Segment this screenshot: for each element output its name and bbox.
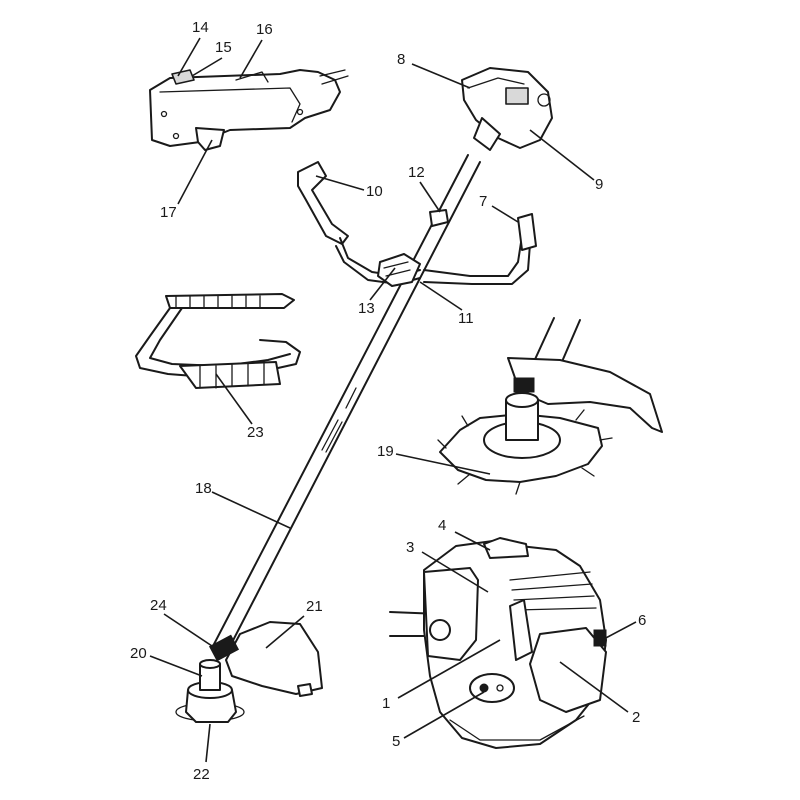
leader-line-14 xyxy=(177,37,201,77)
leader-line-9 xyxy=(529,129,595,181)
part-label-5: 5 xyxy=(392,733,400,750)
leader-lines xyxy=(149,37,637,763)
leader-line-15 xyxy=(191,57,223,77)
leader-line-16 xyxy=(239,39,263,79)
leader-line-2 xyxy=(559,661,629,713)
leader-line-23 xyxy=(215,373,253,425)
part-label-12: 12 xyxy=(408,164,425,181)
part-label-3: 3 xyxy=(406,539,414,556)
part-label-6: 6 xyxy=(638,612,646,629)
part-label-7: 7 xyxy=(479,193,487,210)
leader-line-11 xyxy=(419,281,463,311)
part-label-21: 21 xyxy=(306,598,323,615)
part-label-4: 4 xyxy=(438,517,446,534)
part-label-14: 14 xyxy=(192,19,209,36)
engine-head xyxy=(461,67,553,151)
part-label-15: 15 xyxy=(215,39,232,56)
harness-strap xyxy=(135,293,301,389)
leader-line-4 xyxy=(454,531,491,551)
leader-line-21 xyxy=(265,615,305,649)
part-label-16: 16 xyxy=(256,21,273,38)
leader-line-17 xyxy=(177,139,213,205)
part-label-23: 23 xyxy=(247,424,264,441)
leader-line-5 xyxy=(403,691,485,739)
drive-shaft xyxy=(211,154,481,655)
part-label-8: 8 xyxy=(397,51,405,68)
part-label-1: 1 xyxy=(382,695,390,712)
part-label-17: 17 xyxy=(160,204,177,221)
part-label-13: 13 xyxy=(358,300,375,317)
leader-line-19 xyxy=(395,453,491,475)
leader-line-6 xyxy=(601,621,637,641)
part-label-20: 20 xyxy=(130,645,147,662)
part-label-18: 18 xyxy=(195,480,212,497)
leader-line-7 xyxy=(491,205,519,223)
part-label-22: 22 xyxy=(193,766,210,783)
leader-line-8 xyxy=(411,63,471,89)
leader-line-20 xyxy=(149,655,203,677)
leader-line-1 xyxy=(397,639,501,699)
leader-line-12 xyxy=(419,181,441,213)
part-label-2: 2 xyxy=(632,709,640,726)
leader-line-3 xyxy=(421,551,489,593)
part-label-24: 24 xyxy=(150,597,167,614)
leader-line-10 xyxy=(315,175,365,191)
blade-guard-detail xyxy=(437,317,663,495)
handle-bar xyxy=(297,161,537,287)
part-label-10: 10 xyxy=(366,183,383,200)
part-label-11: 11 xyxy=(458,310,474,327)
leader-line-18 xyxy=(211,491,291,529)
part-label-9: 9 xyxy=(595,176,603,193)
leader-line-22 xyxy=(205,723,211,763)
part-label-19: 19 xyxy=(377,443,394,460)
throttle-handle-detail xyxy=(149,69,349,151)
trimmer-head xyxy=(175,621,323,723)
engine-assembly xyxy=(389,537,607,749)
leader-line-13 xyxy=(369,267,396,301)
leader-line-24 xyxy=(163,613,219,651)
